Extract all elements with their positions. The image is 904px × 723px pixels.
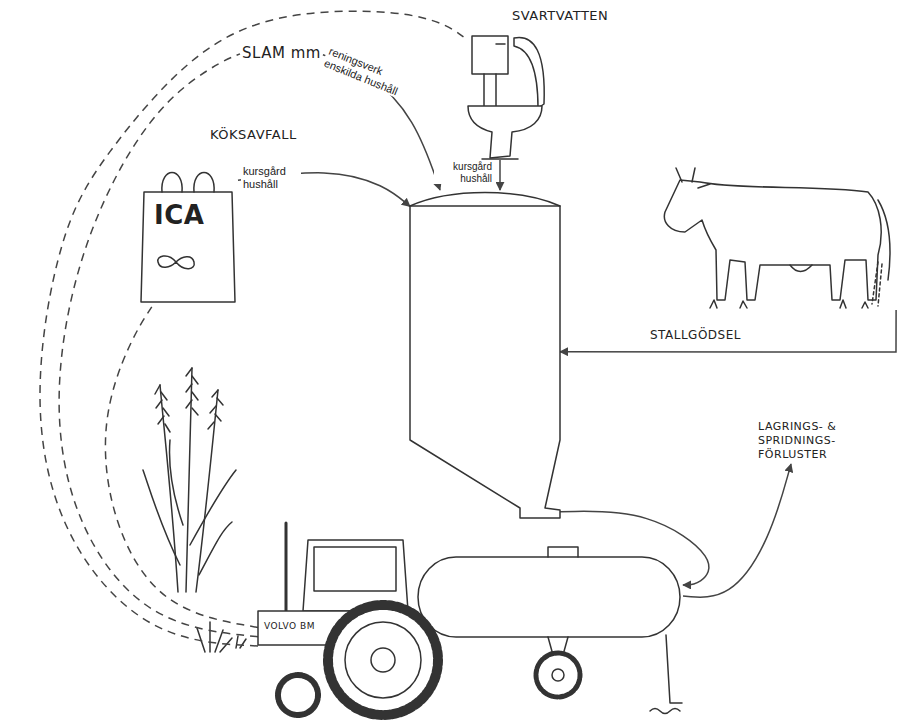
vehicle-marking: VOLVO BM	[264, 621, 315, 631]
outline-stroke	[328, 605, 438, 715]
outline-stroke	[418, 557, 680, 637]
node-heading: SLAM mm	[240, 44, 323, 62]
flow-arrow	[560, 310, 896, 352]
node-heading: LAGRINGS- & SPRIDNINGS- FÖRLUSTER	[756, 418, 856, 464]
outline-stroke	[710, 300, 868, 308]
flow-arrow	[323, 55, 440, 190]
outline-stroke	[285, 523, 288, 611]
reed-leaf	[143, 470, 180, 565]
outline-stroke	[650, 635, 682, 714]
outline-stroke	[878, 200, 890, 280]
flow-arrow	[238, 173, 410, 207]
grass-tuft	[197, 622, 246, 652]
cow-node-outline	[640, 160, 900, 310]
bag-logo: ICA	[154, 200, 204, 230]
outline-stroke	[410, 193, 560, 519]
outline-stroke	[158, 256, 194, 269]
edge-label: kursgård hushåll	[241, 165, 301, 190]
reed-seed-head	[155, 385, 170, 432]
return-flow-line	[105, 305, 258, 628]
outline-stroke	[548, 547, 578, 557]
toilet-node: SVARTVATTEN	[468, 34, 548, 160]
outline-stroke	[872, 262, 882, 306]
outline-stroke	[278, 675, 318, 715]
outline-stroke	[676, 168, 710, 188]
reed-stem	[196, 390, 218, 592]
outline-stroke	[371, 648, 395, 672]
edge-label: reningsverk enskilda hushåll	[321, 44, 419, 103]
kitchen-waste-bag-outline	[138, 160, 238, 305]
outline-stroke	[790, 265, 812, 272]
return-flow-line	[40, 11, 468, 646]
reed-leaf	[190, 470, 236, 545]
outline-stroke	[536, 653, 580, 697]
node-heading: KÖKSAVFALL	[210, 127, 297, 142]
outline-stroke	[552, 669, 564, 681]
reed-leaf	[199, 522, 232, 575]
outline-stroke	[664, 180, 881, 300]
loss-label: LAGRINGS- & SPRIDNINGS- FÖRLUSTER	[756, 418, 856, 464]
tractor-with-tanker: VOLVO BM	[258, 535, 683, 720]
node-heading: STALLGÖDSEL	[650, 328, 741, 342]
source-label: SLAM mm	[240, 44, 323, 62]
kitchen-waste-bag: KÖKSAVFALLICA	[138, 160, 238, 305]
flow-arrow	[499, 160, 501, 190]
outline-stroke	[514, 37, 544, 108]
flow-arrow	[683, 464, 791, 597]
outline-stroke	[468, 106, 542, 158]
outline-stroke	[482, 158, 518, 160]
outline-stroke	[303, 540, 408, 611]
reed-seed-head	[186, 368, 198, 415]
node-heading: SVARTVATTEN	[512, 8, 608, 23]
outline-stroke	[496, 43, 505, 45]
outline-stroke	[314, 547, 396, 591]
reed-leaf	[169, 440, 183, 525]
digester-tank	[410, 190, 560, 520]
reed-seed-head	[208, 390, 223, 429]
outline-stroke	[141, 192, 235, 302]
toilet-node-outline	[468, 34, 548, 160]
tractor-with-tanker-outline	[258, 535, 683, 720]
digester-tank-outline	[410, 190, 560, 520]
outline-stroke	[410, 205, 560, 207]
outline-stroke	[345, 622, 421, 698]
edge-label: kursgård hushåll	[434, 161, 494, 184]
outline-stroke	[162, 173, 214, 193]
outline-stroke	[472, 36, 508, 74]
cow-node: STALLGÖDSEL	[640, 160, 900, 310]
outline-stroke	[484, 74, 496, 106]
